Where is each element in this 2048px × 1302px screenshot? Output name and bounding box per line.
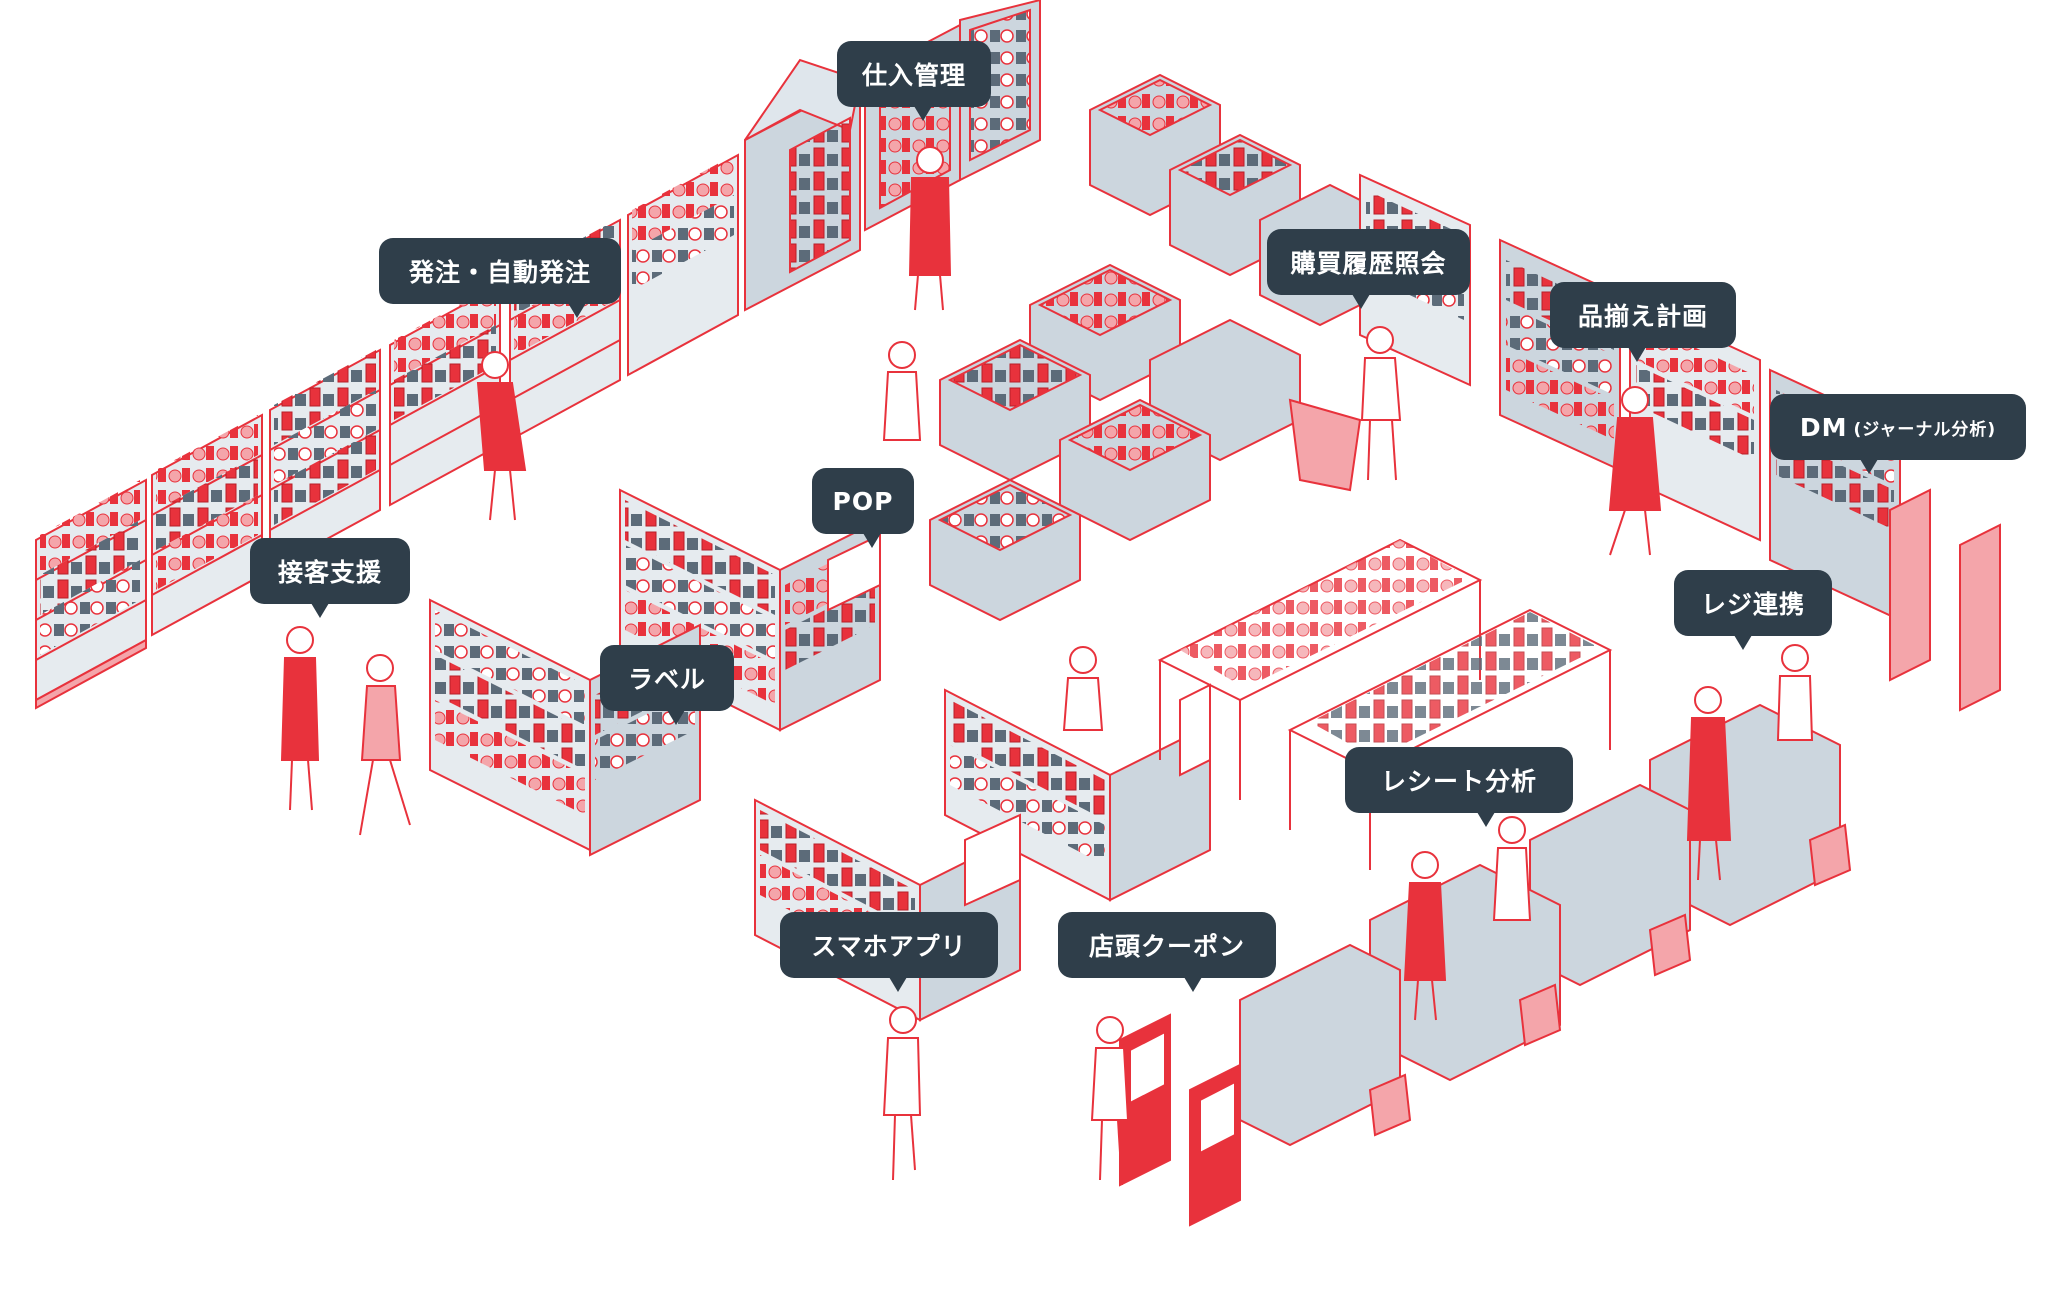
callout-shinazoroe[interactable]: 品揃え計画 [1550, 282, 1736, 362]
callout-dm-label: DM [1799, 412, 1848, 442]
callout-shiire[interactable]: 仕入管理 [837, 41, 991, 121]
callout-shiire-label: 仕入管理 [861, 61, 966, 90]
callout-coupon[interactable]: 店頭クーポン [1058, 912, 1276, 992]
shelf-left-row [35, 153, 739, 710]
callout-kobai-label: 購買履歴照会 [1290, 249, 1447, 278]
people [280, 146, 1814, 1186]
callout-label-label: ラベル [627, 665, 706, 694]
callout-sekkyaku-label: 接客支援 [277, 558, 382, 587]
coupon-kiosks [1119, 1013, 1241, 1227]
callout-app-label: スマホアプリ [811, 932, 967, 961]
callout-coupon-label: 店頭クーポン [1088, 932, 1245, 961]
callout-dm[interactable]: DM(ジャーナル分析) [1770, 394, 2026, 474]
callout-regi[interactable]: レジ連携 [1674, 570, 1832, 650]
callout-pop[interactable]: POP [812, 468, 914, 548]
callout-app[interactable]: スマホアプリ [780, 912, 998, 992]
callout-receipt-label: レシート分析 [1380, 767, 1537, 796]
callout-dm-sublabel: (ジャーナル分析) [1853, 419, 1997, 440]
callout-shinazoroe-label: 品揃え計画 [1577, 302, 1708, 331]
callout-pop-label: POP [832, 486, 894, 516]
callout-regi-label: レジ連携 [1700, 590, 1805, 619]
callout-label[interactable]: ラベル [600, 645, 734, 725]
callout-kobai[interactable]: 購買履歴照会 [1267, 229, 1470, 309]
promo-tables [1157, 538, 1613, 870]
callout-hacchu[interactable]: 発注・自動発注 [379, 238, 621, 318]
callout-receipt[interactable]: レシート分析 [1345, 747, 1573, 827]
callout-hacchu-label: 発注・自動発注 [408, 258, 591, 287]
callout-sekkyaku[interactable]: 接客支援 [250, 538, 410, 618]
